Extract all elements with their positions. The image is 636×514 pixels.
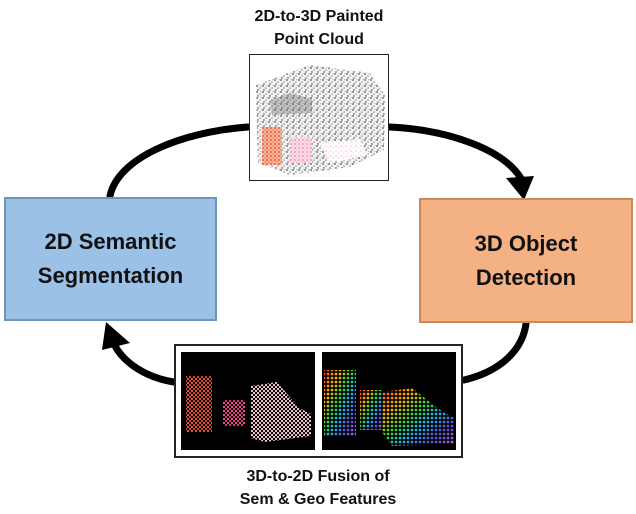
object-detection-box: 3D Object Detection bbox=[419, 198, 633, 323]
semantic-segmentation-box: 2D Semantic Segmentation bbox=[4, 197, 217, 321]
box-label-line: Detection bbox=[475, 264, 577, 290]
box-label-line: 2D Semantic bbox=[44, 229, 177, 254]
semantic-feature-image bbox=[181, 352, 315, 450]
arrow-pointcloud-to-detection bbox=[386, 123, 526, 184]
point-cloud-render bbox=[256, 65, 385, 175]
arrow-detection-to-fusion bbox=[460, 320, 530, 384]
caption-line: Point Cloud bbox=[274, 31, 364, 48]
arrowhead-segmentation bbox=[102, 322, 130, 350]
fusion-caption: 3D-to-2D Fusion of Sem & Geo Features bbox=[198, 465, 438, 511]
painted-point-cloud-image bbox=[249, 54, 389, 181]
semantic-render bbox=[186, 376, 311, 442]
caption-line: 2D-to-3D Painted bbox=[254, 8, 384, 25]
geometric-feature-image bbox=[322, 352, 456, 450]
box-label-line: Segmentation bbox=[37, 263, 184, 288]
caption-line: 3D-to-2D Fusion of bbox=[246, 468, 390, 485]
arrow-fusion-to-segmentation bbox=[110, 340, 178, 386]
box-label-line: 3D Object bbox=[474, 230, 578, 256]
caption-line: Sem & Geo Features bbox=[239, 491, 397, 508]
geometric-render bbox=[324, 370, 454, 446]
painted-point-cloud-caption: 2D-to-3D Painted Point Cloud bbox=[219, 5, 419, 51]
fusion-feature-images bbox=[174, 344, 463, 458]
arrow-segmentation-to-pointcloud bbox=[106, 123, 252, 200]
arrowhead-detection bbox=[506, 176, 534, 200]
